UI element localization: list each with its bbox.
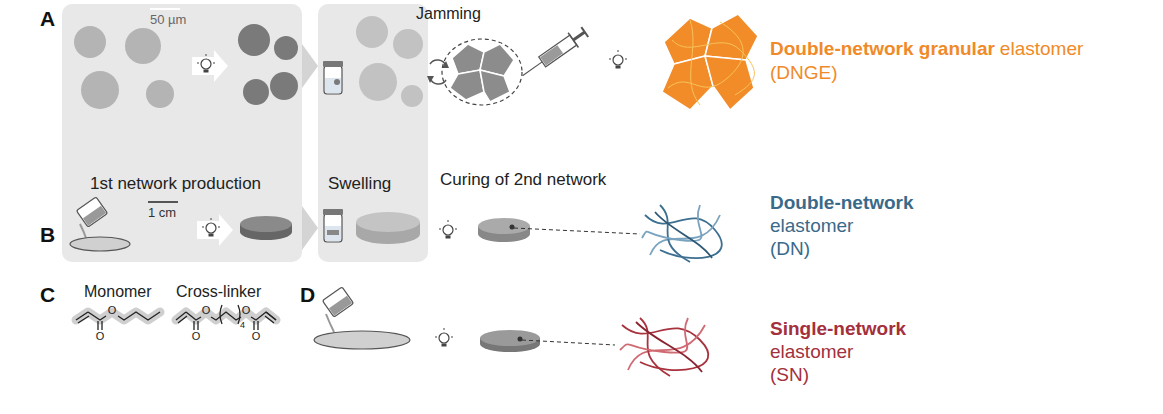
scale-label: 50 µm — [150, 12, 186, 28]
flow-arrow — [302, 206, 318, 250]
product-name: Double-network — [770, 192, 914, 215]
scale-label: 1 cm — [148, 205, 176, 221]
molecule-name: Monomer — [84, 282, 152, 301]
product-name: elastomer — [1000, 38, 1083, 61]
panel-letter: A — [40, 6, 55, 31]
product-name: Single-network — [770, 318, 906, 341]
product-abbrev: (SN) — [770, 364, 809, 387]
step-label: Jamming — [416, 4, 481, 23]
atom-label: O — [252, 330, 261, 343]
product-abbrev: (DNGE) — [770, 62, 838, 85]
molecule-name: Cross-linker — [176, 282, 261, 301]
product-name: Double-network granular — [770, 38, 995, 61]
atom-label: O — [108, 304, 117, 317]
atom-label: O — [96, 330, 105, 343]
product-name: elastomer — [770, 341, 853, 364]
product-abbrev: (DN) — [770, 238, 810, 261]
atom-label: O — [192, 330, 201, 343]
subscript: 4 — [240, 320, 245, 331]
panel-letter: B — [40, 222, 55, 247]
atom-label: O — [242, 304, 251, 317]
flow-arrow — [302, 44, 318, 88]
panel-letter: D — [300, 282, 315, 307]
step-title: 1st network production — [90, 174, 261, 194]
step-title: Swelling — [328, 174, 391, 194]
atom-label: O — [202, 304, 211, 317]
step-label: Curing of 2nd network — [440, 170, 606, 190]
product-name: elastomer — [770, 215, 853, 238]
panel-letter: C — [40, 282, 55, 307]
